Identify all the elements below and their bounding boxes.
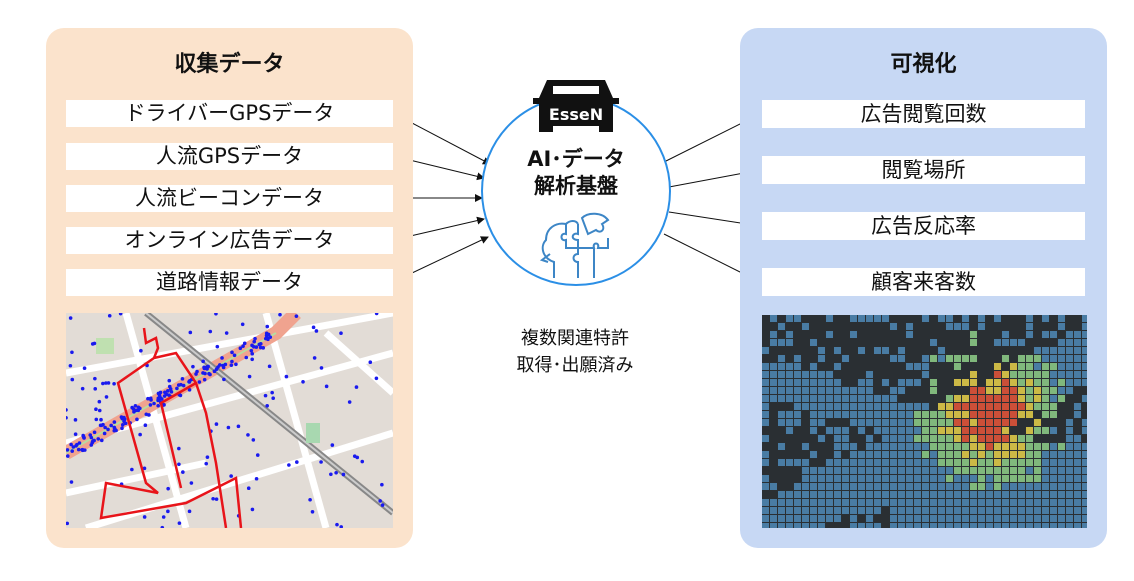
- patent-line2: 取得･出願済み: [516, 355, 634, 376]
- metric-item: 顧客来客数: [762, 268, 1085, 296]
- collected-data-panel: 収集データ ドライバーGPSデータ 人流GPSデータ 人流ビーコンデータ オンラ…: [46, 28, 413, 548]
- data-source-item: ドライバーGPSデータ: [66, 100, 393, 127]
- metric-item: 広告閲覧回数: [762, 100, 1085, 128]
- core-line1: AI･データ: [527, 147, 625, 171]
- visualization-panel: 可視化 広告閲覧回数 閲覧場所 広告反応率 顧客来客数: [740, 28, 1107, 548]
- data-source-item: オンライン広告データ: [66, 227, 393, 254]
- core-line2: 解析基盤: [534, 174, 618, 198]
- gps-path: [99, 327, 243, 528]
- brain-puzzle-icon: [539, 212, 610, 278]
- heatmap-image: [762, 315, 1087, 528]
- metric-item: 閲覧場所: [762, 156, 1085, 184]
- patent-line1: 複数関連特許: [521, 328, 629, 349]
- ai-platform-label: AI･データ 解析基盤: [481, 146, 671, 200]
- panel-title: 可視化: [890, 52, 957, 77]
- panel-title: 収集データ: [174, 52, 285, 77]
- metric-item: 広告反応率: [762, 212, 1085, 240]
- gps-map-image: [66, 313, 393, 528]
- essen-car-logo: EsseN: [533, 80, 619, 132]
- data-source-item: 人流GPSデータ: [66, 143, 393, 170]
- data-source-item: 道路情報データ: [66, 269, 393, 296]
- logo-text: EsseN: [549, 105, 603, 124]
- patent-note: 複数関連特許 取得･出願済み: [470, 325, 680, 379]
- data-source-item: 人流ビーコンデータ: [66, 185, 393, 212]
